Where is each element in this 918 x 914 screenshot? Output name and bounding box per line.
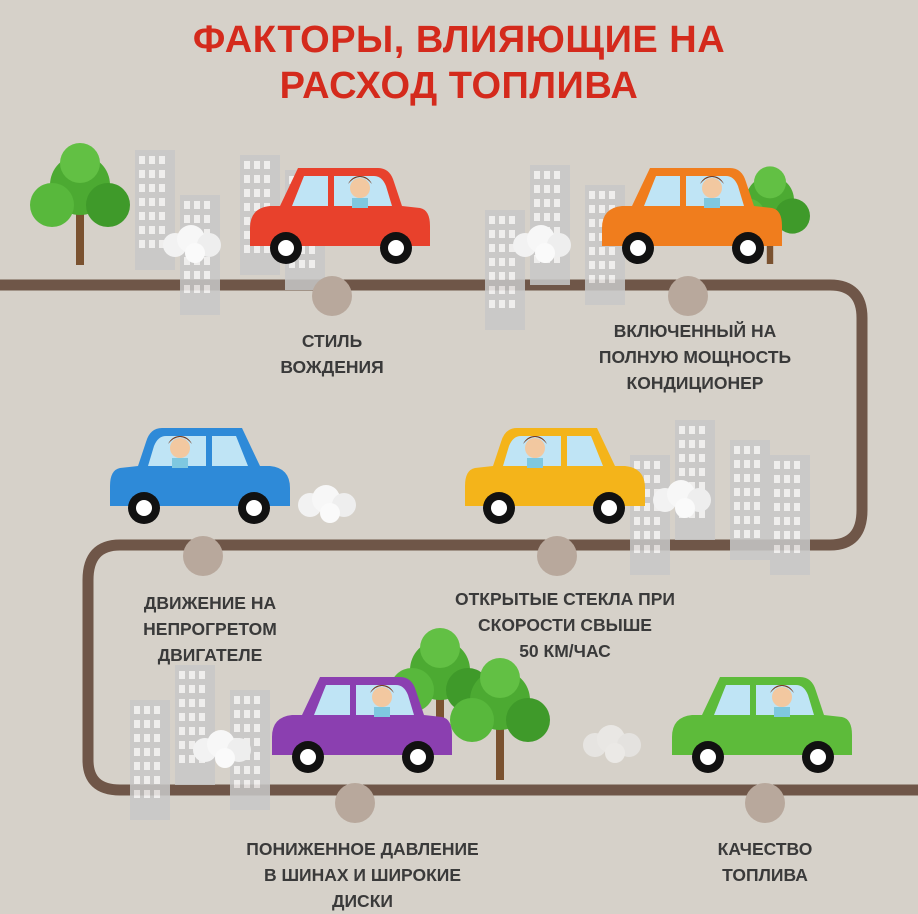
road-marker-4 bbox=[537, 536, 577, 576]
smoke-car6 bbox=[583, 725, 641, 763]
factor-label-fuel-quality: КАЧЕСТВО ТОПЛИВА bbox=[717, 839, 813, 885]
factor-label-cold-engine: ДВИЖЕНИЕ НА НЕПРОГРЕТОМ ДВИГАТЕЛЕ bbox=[143, 593, 277, 665]
title-line-1: ФАКТОРЫ, ВЛИЯЮЩИЕ НА bbox=[192, 19, 726, 61]
road-marker-2 bbox=[668, 276, 708, 316]
car-blue bbox=[110, 428, 290, 524]
car-yellow bbox=[465, 428, 645, 524]
smoke-car3 bbox=[298, 485, 356, 523]
car-green bbox=[672, 677, 852, 773]
title-line-2: РАСХОД ТОПЛИВА bbox=[279, 65, 639, 107]
road-marker-3 bbox=[183, 536, 223, 576]
road-marker-5 bbox=[335, 783, 375, 823]
road bbox=[0, 279, 918, 796]
road-marker-6 bbox=[745, 783, 785, 823]
factor-label-open-windows: ОТКРЫТЫЕ СТЕКЛА ПРИ СКОРОСТИ СВЫШЕ 50 КМ… bbox=[455, 589, 675, 661]
factor-label-air-conditioner: ВКЛЮЧЕННЫЙ НА ПОЛНУЮ МОЩНОСТЬ КОНДИЦИОНЕ… bbox=[598, 321, 792, 393]
factor-label-tire-pressure: ПОНИЖЕННОЕ ДАВЛЕНИЕ В ШИНАХ И ШИРОКИЕ ДИ… bbox=[246, 839, 479, 911]
road-marker-1 bbox=[312, 276, 352, 316]
tree-row1-left bbox=[30, 143, 130, 265]
factor-label-driving-style: СТИЛЬ ВОЖДЕНИЯ bbox=[280, 331, 384, 377]
